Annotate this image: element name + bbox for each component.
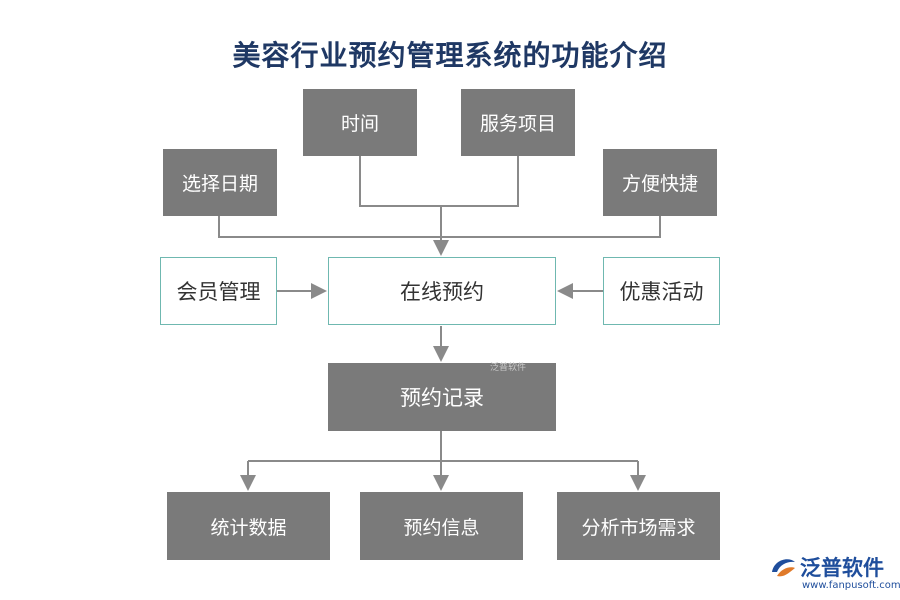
diagram-title: 美容行业预约管理系统的功能介绍 <box>232 39 668 72</box>
node-convenient: 方便快捷 <box>603 149 717 216</box>
node-select-date: 选择日期 <box>163 149 277 216</box>
node-discount: 优惠活动 <box>603 257 720 325</box>
brand-logo: 泛普软件 www.fanpusoft.com <box>768 552 900 596</box>
node-market: 分析市场需求 <box>557 492 720 560</box>
line-time <box>359 156 441 207</box>
node-online: 在线预约 <box>328 257 556 325</box>
node-member: 会员管理 <box>160 257 277 325</box>
line-select-date <box>218 216 441 238</box>
node-service: 服务项目 <box>461 89 575 156</box>
line-service <box>441 156 519 207</box>
line-convenient <box>441 216 661 238</box>
node-stats: 统计数据 <box>167 492 330 560</box>
node-info: 预约信息 <box>360 492 523 560</box>
node-time: 时间 <box>303 89 417 156</box>
node-record: 预约记录 <box>328 363 556 431</box>
logo-name: 泛普软件 <box>800 556 884 580</box>
watermark-small: 泛普软件 <box>490 363 527 373</box>
logo-mark-icon <box>772 559 795 577</box>
logo-url: www.fanpusoft.com <box>802 580 900 591</box>
